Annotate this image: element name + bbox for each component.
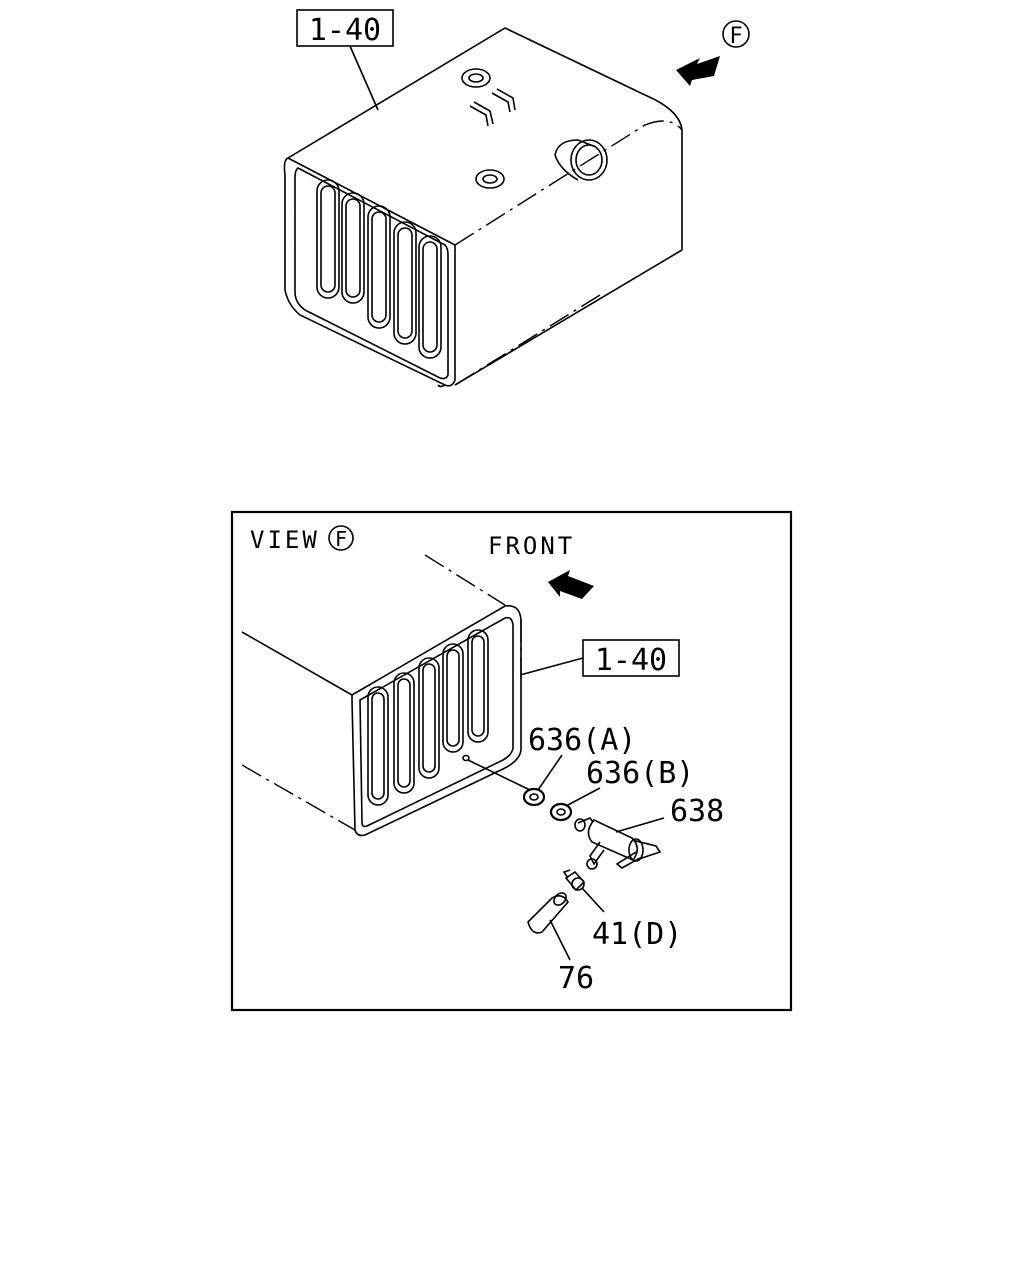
clamp-41d — [562, 869, 586, 892]
detail-tank-ribs — [367, 629, 489, 806]
view-f-circle — [722, 20, 750, 48]
ref-label-top: 1-40 — [296, 9, 394, 111]
washer-636b — [549, 802, 573, 822]
ref-label-detail-text: 1-40 — [595, 643, 667, 678]
ref-label-top-text: 1-40 — [309, 13, 381, 48]
view-f-indicator: F — [676, 20, 750, 86]
washer-636a — [522, 787, 546, 807]
fuel-tank-overview: 1-40 F — [283, 9, 750, 388]
callout-638: 638 — [670, 794, 724, 829]
drain-valve-638 — [574, 817, 662, 870]
leader-lines — [537, 754, 665, 961]
callout-76: 76 — [558, 961, 594, 996]
hose-76 — [527, 892, 569, 934]
detail-tank-body — [241, 554, 522, 837]
view-f-letter: F — [729, 24, 742, 49]
view-f-arrow-icon — [676, 56, 720, 86]
tank-top-fittings — [461, 68, 516, 189]
tank-body — [283, 27, 683, 388]
detail-view-f-circle — [328, 525, 354, 551]
drain-hole — [462, 754, 470, 762]
detail-view-frame: VIEW F FRONT — [230, 510, 793, 1012]
callout-labels: 636(A) 636(B) 638 41(D) 76 — [528, 723, 724, 996]
front-arrow-icon — [548, 570, 594, 599]
callout-636b: 636(B) — [586, 756, 694, 791]
callout-41d: 41(D) — [592, 917, 682, 952]
detail-view-title: VIEW — [250, 526, 320, 554]
filler-neck — [554, 139, 608, 181]
front-label: FRONT — [488, 532, 575, 560]
callout-636a: 636(A) — [528, 723, 636, 758]
tank-front-ribs — [316, 179, 442, 359]
ref-label-detail: 1-40 — [519, 639, 680, 678]
detail-view-f-letter: F — [335, 527, 347, 551]
